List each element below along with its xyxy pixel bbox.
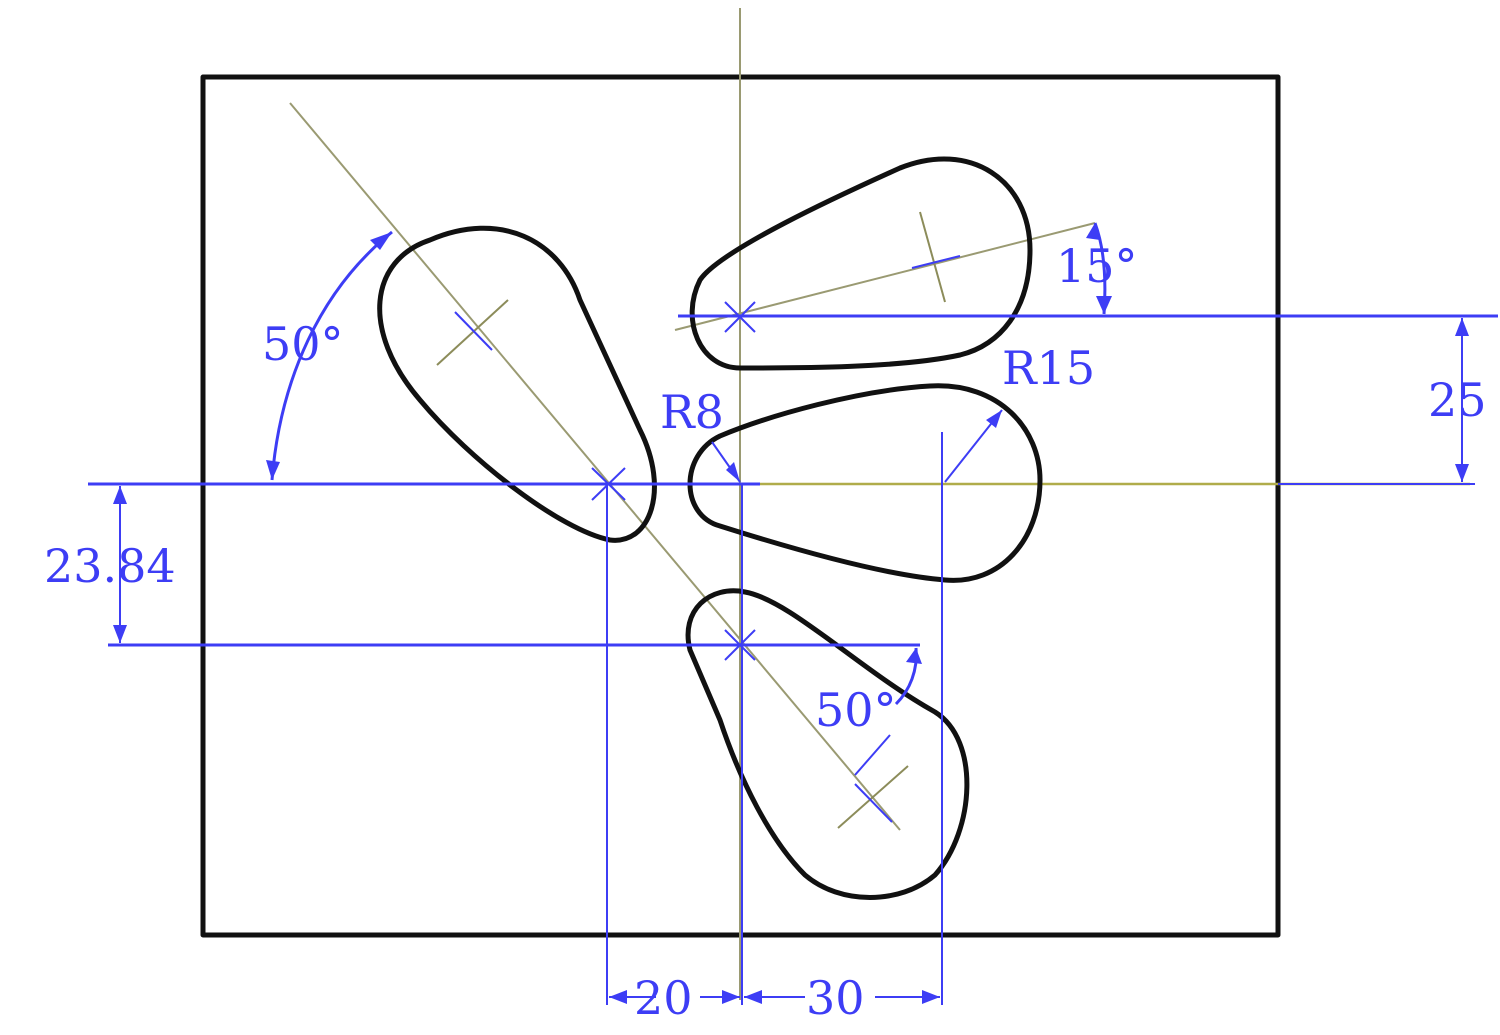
radius-small-label: R8	[660, 385, 724, 439]
lower-angle-extension	[854, 734, 891, 776]
vertical-dim-arrow-top	[1455, 318, 1469, 336]
middle-right-lobe	[687, 383, 1043, 583]
upper-angle-label: 50°	[262, 317, 344, 371]
bottom-left-arrow-a	[609, 990, 627, 1004]
bottom-right-label: 30	[806, 971, 865, 1025]
lower-angle-label: 50°	[815, 683, 897, 737]
slot-angle-arrow-top	[1086, 223, 1100, 240]
lower-dim-arrow-bottom	[113, 625, 127, 643]
bottom-right-arrow-a	[744, 990, 762, 1004]
center-cross-upper-right	[911, 211, 961, 303]
radius-large-label: R15	[1002, 341, 1095, 395]
diagonal-centerline	[289, 102, 901, 831]
radius-large-arrow	[986, 410, 1002, 428]
bottom-left-label: 20	[634, 971, 693, 1025]
upper-right-lobe	[689, 156, 1033, 371]
radius-small-arrow	[726, 462, 740, 482]
lower-lobe	[685, 588, 970, 900]
slot-angle-label: 15°	[1056, 239, 1138, 293]
lower-dim-arrow-top	[113, 486, 127, 504]
vertical-dimension-label: 25	[1428, 373, 1487, 427]
upper-left-lobe	[377, 225, 657, 543]
center-cross-upper-left	[436, 299, 509, 366]
upper-angle-arc	[270, 230, 393, 481]
bottom-left-arrow-b	[722, 990, 740, 1004]
upper-angle-arrow	[370, 232, 392, 250]
vertical-dim-arrow-bottom	[1455, 464, 1469, 482]
center-cross-lower	[837, 765, 909, 829]
lower-dimension-label: 23.84	[44, 539, 176, 593]
slot-angle-arrow	[1096, 296, 1112, 314]
lower-angle-arrow	[906, 648, 922, 664]
bottom-right-arrow-b	[922, 990, 940, 1004]
upper-angle-arrow-base	[266, 460, 280, 480]
